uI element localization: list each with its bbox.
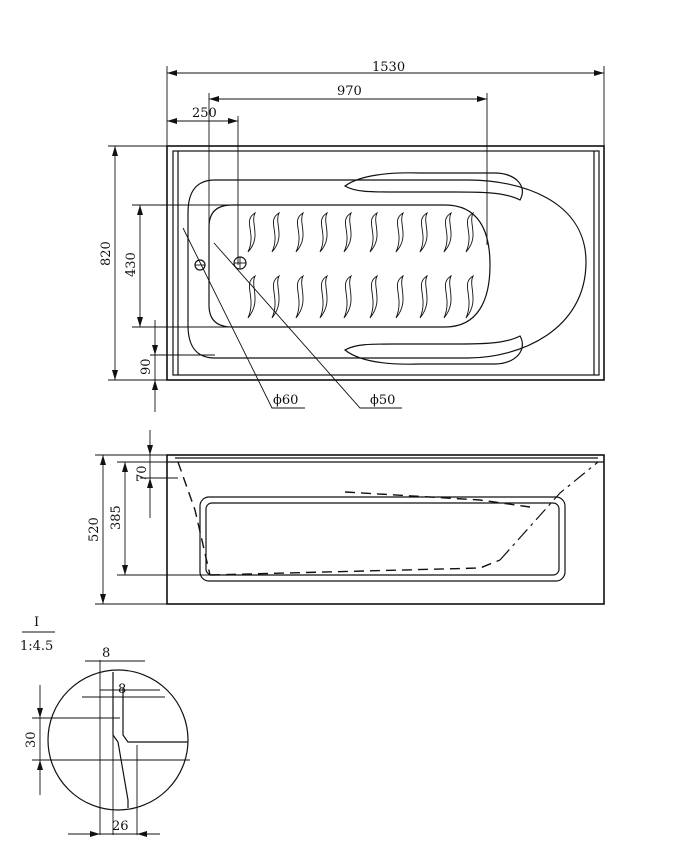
dim-drain-offset: 250	[192, 106, 217, 121]
antislip-wave	[343, 211, 353, 253]
antislip-wave	[443, 274, 453, 319]
dim-inner-width: 430	[124, 252, 139, 277]
dim-detail-base: 26	[112, 819, 129, 834]
antislip-wave	[271, 274, 281, 319]
detail-label: I	[34, 615, 39, 630]
top-view-armrest-top	[343, 172, 523, 201]
dim-height: 520	[87, 517, 102, 542]
dim-rim-thickness: 8	[102, 646, 110, 661]
side-view-hidden-tub-left	[177, 461, 211, 576]
dim-depth: 385	[109, 505, 124, 530]
side-view-panel-inner	[205, 502, 560, 576]
antislip-wave	[465, 211, 475, 253]
dim-inner-length: 970	[337, 84, 362, 99]
detail-view: I 1:4.5 8 8 30 26	[20, 615, 190, 837]
antislip-wave	[395, 274, 405, 319]
antislip-wave	[395, 211, 405, 253]
antislip-wave	[443, 211, 453, 253]
top-view-armrest-bottom	[343, 335, 523, 365]
antislip-wave	[295, 211, 305, 253]
dim-total-length: 1530	[372, 60, 405, 75]
dim-rim: 70	[135, 465, 150, 482]
antislip-wave	[419, 211, 429, 253]
dim-overflow-dia: ϕ60	[273, 393, 298, 408]
antislip-wave	[247, 211, 257, 253]
antislip-wave	[369, 274, 379, 319]
side-view-hidden-tub-right	[499, 461, 599, 561]
dim-detail-height: 30	[24, 731, 39, 748]
side-view-hidden-tub-bottom	[209, 559, 501, 576]
antislip-wave	[319, 274, 329, 319]
antislip-wave	[343, 274, 353, 319]
antislip-wave	[465, 274, 475, 319]
side-view-panel-outer	[199, 496, 566, 582]
antislip-wave	[319, 211, 329, 253]
antislip-wave	[419, 274, 429, 319]
side-view: 520 385 70	[87, 430, 605, 605]
detail-scale: 1:4.5	[20, 639, 53, 654]
top-view: ϕ60 ϕ50 1530 970 250 820 4	[99, 60, 605, 412]
detail-circle	[47, 669, 189, 811]
dim-total-width: 820	[99, 241, 114, 266]
top-view-tub-outline	[187, 179, 587, 359]
top-view-inner-rim	[172, 150, 600, 376]
side-view-hidden-armrest	[344, 491, 531, 508]
antislip-wave	[271, 211, 281, 253]
antislip-wave	[369, 211, 379, 253]
antislip-wave	[295, 274, 305, 319]
antislip-wave	[247, 274, 257, 319]
side-view-outer-outline	[166, 454, 605, 605]
top-view-antislip-pattern	[247, 211, 475, 319]
dim-drain-dia: ϕ50	[370, 393, 395, 408]
top-view-outer-outline	[166, 145, 605, 381]
dim-drain-edge: 90	[139, 358, 154, 375]
dim-wall-thickness: 8	[118, 682, 126, 697]
